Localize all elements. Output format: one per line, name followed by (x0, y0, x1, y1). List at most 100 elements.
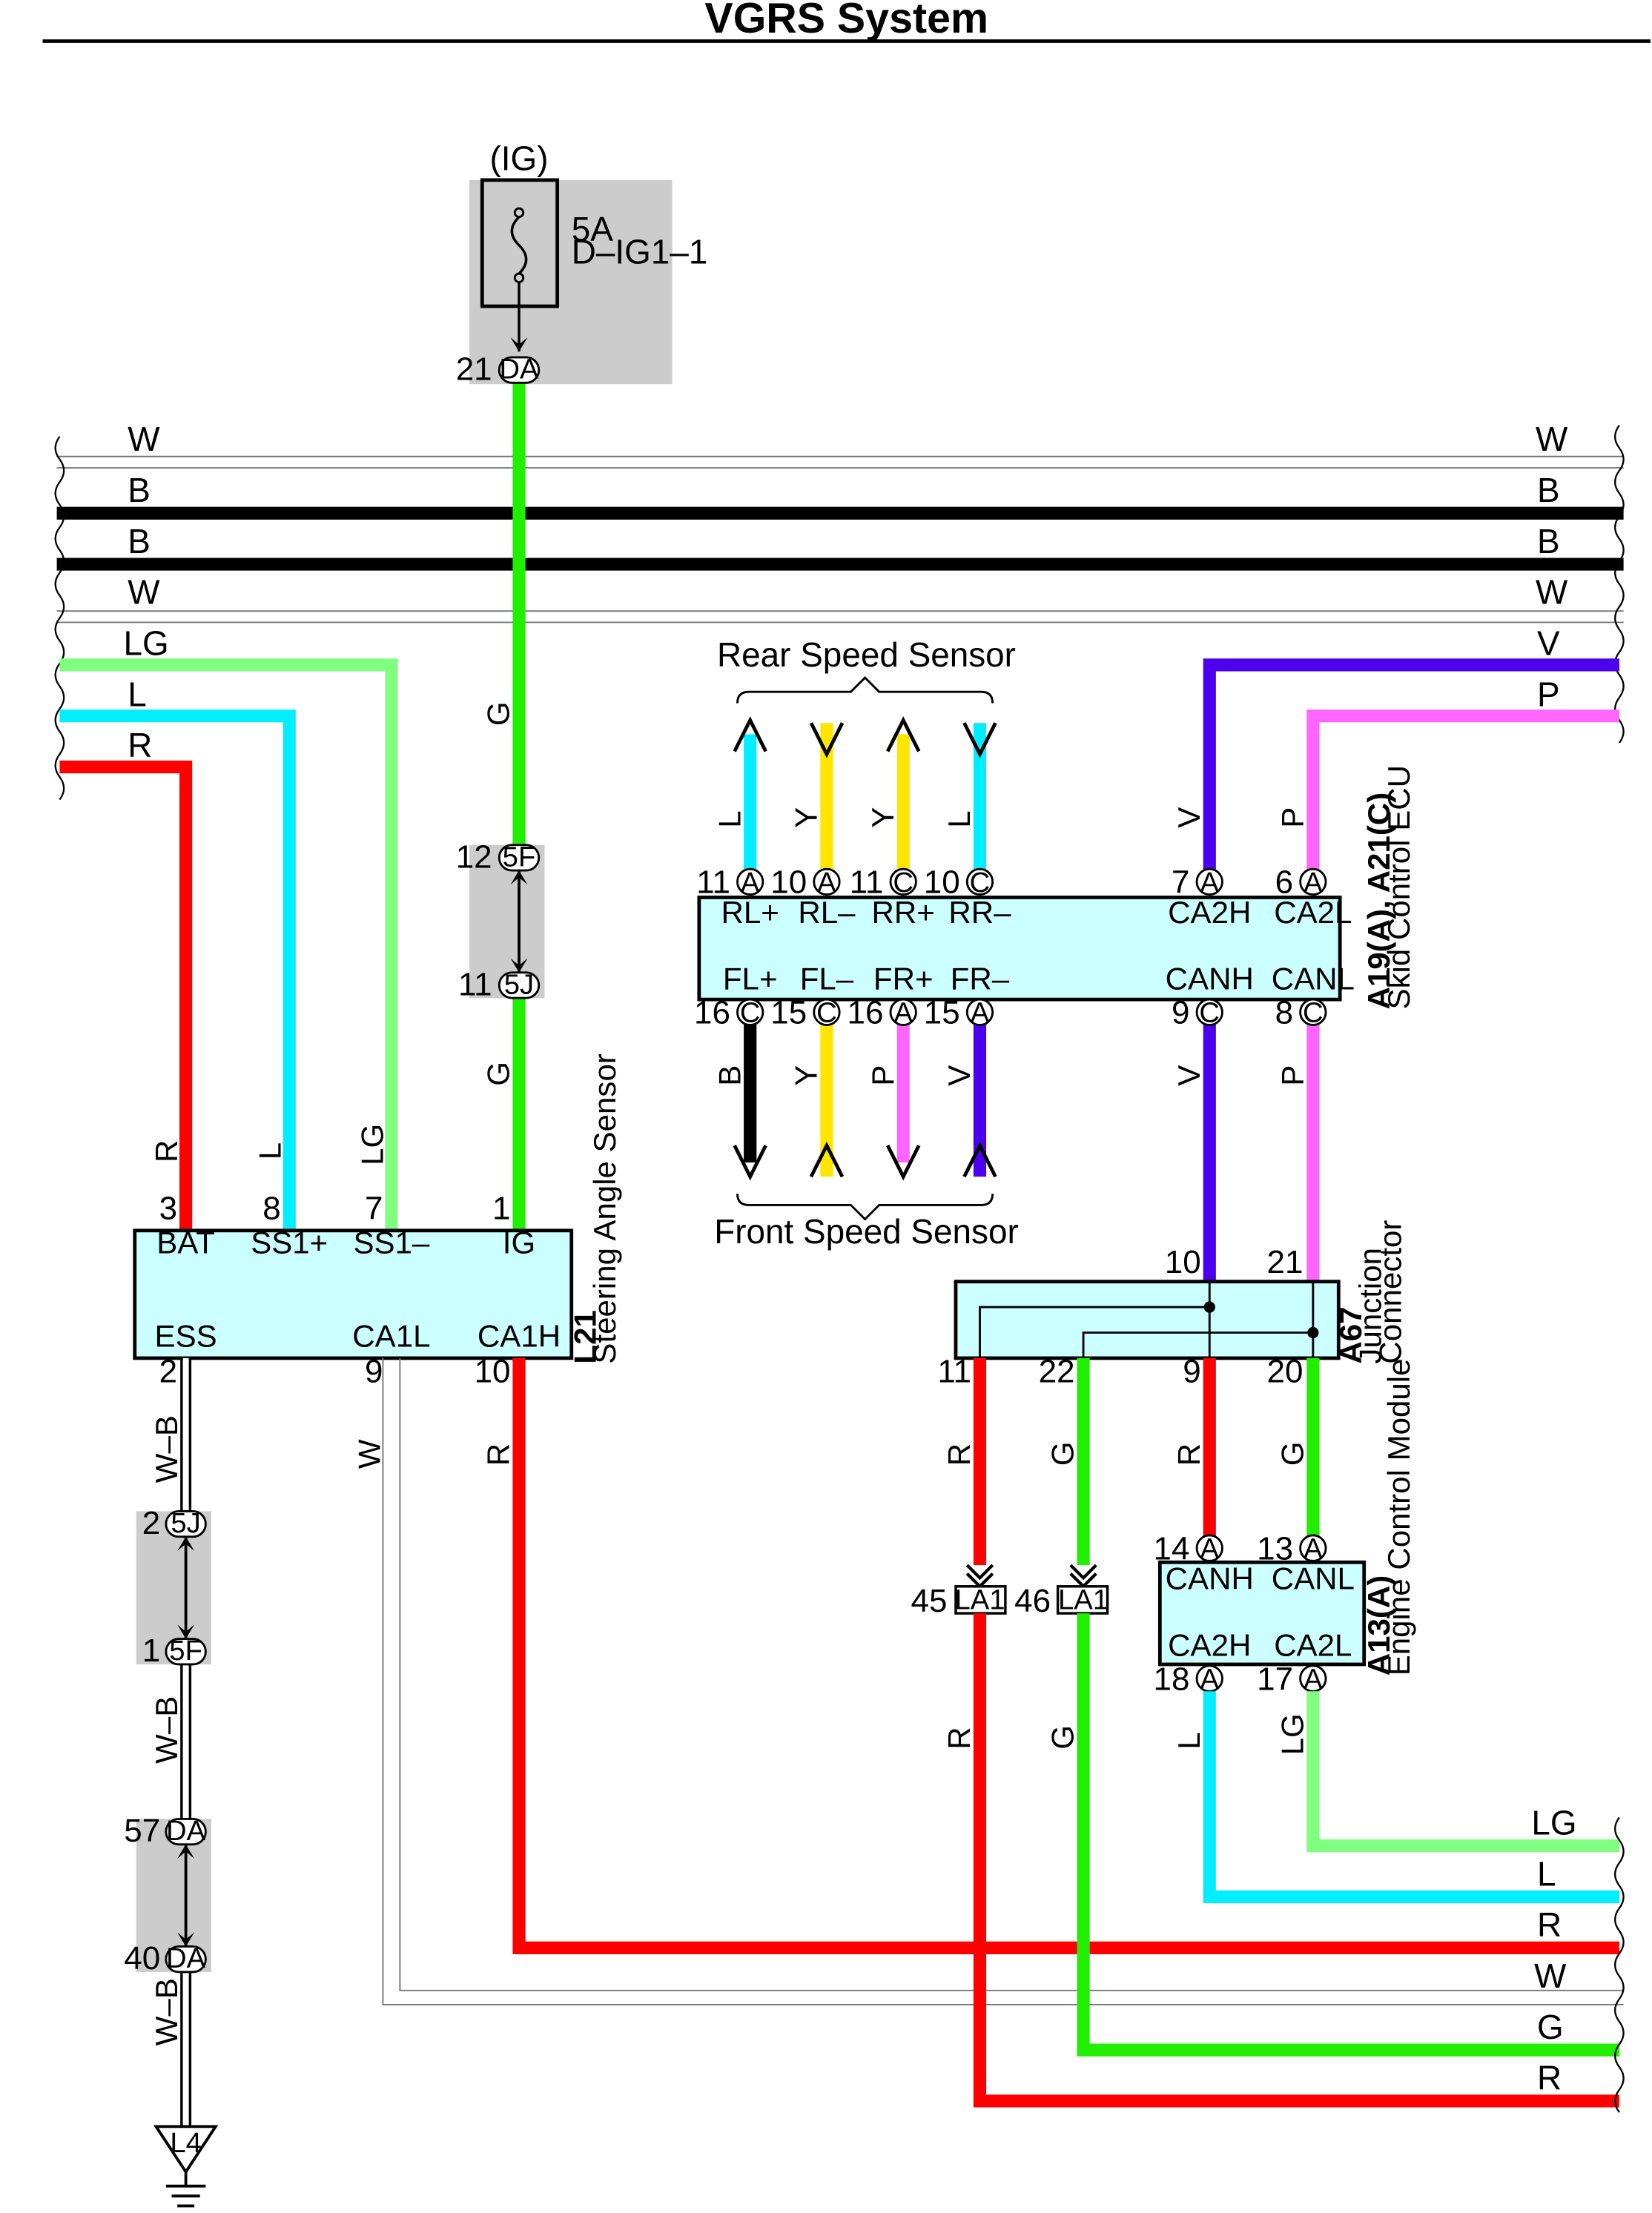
ecu-pin-num: 11 (850, 864, 884, 901)
ess-da1-oval (165, 1817, 207, 1846)
ecm-pin-name: CANL (1272, 1561, 1355, 1596)
sas-pin-name: ESS (155, 1319, 217, 1354)
ecm-pin-conn: A (1304, 1663, 1323, 1695)
ecu-pin-conn: A (741, 867, 760, 899)
ecu-pin-num: 10 (924, 864, 960, 901)
bus-label-right-4: V (1537, 623, 1560, 662)
ecu-pin-circle (1299, 998, 1327, 1026)
bus-label-right-2: B (1537, 522, 1560, 560)
jc-node-1 (1203, 1301, 1215, 1313)
ecu-pin-circle (965, 998, 994, 1026)
label-ess-2: W–B (149, 1696, 184, 1764)
ecu-pin-circle (965, 867, 994, 896)
engine-control-module: A 14 A 13 CANH CANL CA2H CA2L A 18 A 17 … (1154, 1359, 1416, 1698)
sas-pin-num: 2 (159, 1353, 177, 1389)
fuse-connector-pin: 21 (456, 351, 492, 387)
rear-speed-sensor: Rear Speed Sensor L Y Y L V P (712, 635, 1309, 871)
ecu-pin-circle (736, 867, 764, 896)
ecu-pin-name: FR– (951, 962, 1010, 996)
ess-joint1-up-arrow-icon (177, 1536, 195, 1551)
ecu-pin-conn: A (971, 997, 990, 1029)
ecu-pin-circle (1299, 867, 1327, 896)
bus-label-right-1: B (1537, 471, 1560, 509)
ecu-pin-conn: C (740, 997, 761, 1029)
jc-code: A67 (1333, 1306, 1368, 1363)
bus-break-bottom-right (1614, 1816, 1625, 2113)
ecm-pin-name: CANH (1166, 1561, 1254, 1596)
diagram-title: VGRS System (704, 0, 988, 42)
ecu-pin-circle (736, 998, 764, 1026)
bus-label-left-3: W (128, 573, 160, 612)
label-fr-plus: P (865, 1065, 900, 1086)
sas-pin-num: 8 (262, 1191, 280, 1227)
jc-bottom-pin: 22 (1039, 1353, 1075, 1389)
label-sas-l: L (253, 1142, 288, 1160)
ecm-pin-num: 14 (1154, 1530, 1190, 1567)
skid-control-ecu: A 11 A 10 C 11 C 10 A 7 A 6 RL+ RL– RR+ … (694, 765, 1416, 1031)
left-bus-wires (59, 658, 398, 1231)
sas-pin-num: 10 (475, 1353, 511, 1389)
bus-br-label-1: L (1537, 1854, 1556, 1893)
front-speed-sensor: B Y P V Front Speed Sensor (712, 1023, 1019, 1251)
ecu-pin-conn: A (1200, 867, 1220, 899)
label-fr-minus: V (942, 1065, 977, 1086)
label-fl-minus: Y (789, 1065, 824, 1086)
ecm-pin-num: 18 (1154, 1661, 1190, 1697)
wire-labels-left: G G R L LG W–B W–B W–B W R (149, 701, 515, 2045)
bus-br-label-2: R (1537, 1905, 1562, 1944)
sas-name: Steering Angle Sensor (587, 1053, 622, 1363)
ecu-pin-name: CANH (1166, 962, 1254, 996)
jc-bottom-pin: 11 (937, 1353, 971, 1389)
fuse-block: (IG) 5A D–IG1–1 (469, 139, 707, 385)
ess-da2-label: DA (166, 1942, 206, 1974)
ground-triangle-icon (153, 2125, 219, 2175)
la1-45-box (954, 1585, 1007, 1615)
wire-r-sensor (59, 760, 193, 1231)
la1-46-label: LA1 (1058, 1584, 1109, 1615)
fuse-connector-oval (498, 356, 541, 384)
ecu-pin-num: 6 (1275, 864, 1293, 901)
label-rl-plus: L (712, 810, 747, 827)
rl-plus-arrow-icon (733, 716, 767, 752)
bus-br-label-5: R (1537, 2059, 1562, 2097)
label-sas-r: R (149, 1140, 184, 1162)
fr-minus-arrow-icon (962, 1141, 997, 1178)
ecm-pin-circle (1195, 1534, 1223, 1562)
sas-pin-num: 1 (492, 1191, 510, 1227)
jc-name-2: Connector (1372, 1220, 1407, 1364)
jc-internal-canl (1082, 1281, 1315, 1358)
ess-joint-5j-5f: 5J 2 5F 1 (136, 1505, 212, 1669)
wire-ecm-lg (1306, 1691, 1619, 1853)
ecm-pin-conn: A (1200, 1533, 1220, 1565)
ecu-pin-conn: A (1304, 867, 1323, 899)
ess-5f-label: 5F (169, 1635, 202, 1667)
ecu-pin-conn: C (1199, 997, 1220, 1029)
joint-5j-label: 5J (504, 968, 534, 1000)
skid-ecu-box (697, 896, 1342, 1002)
label-ca2h: V (1172, 807, 1206, 828)
ecu-pin-circle (1195, 867, 1223, 896)
wire-la45-r (973, 1613, 1619, 2108)
joint-5f-oval (498, 844, 541, 872)
label-ecm-lg: LG (1275, 1713, 1309, 1755)
label-j22: G (1045, 1442, 1080, 1466)
jc-bottom-pin: 9 (1183, 1353, 1200, 1389)
ecu-pin-num: 16 (848, 995, 884, 1031)
label-canh: V (1172, 1065, 1206, 1086)
bus-br-label-4: G (1537, 2008, 1564, 2046)
bus-br-label-0: LG (1531, 1803, 1576, 1842)
label-ig-upper: G (481, 701, 516, 726)
ess-joint2-down-arrow-icon (177, 1932, 195, 1947)
bus-bottom-right-labels: LG L R W G R (1531, 1803, 1576, 2097)
jc-bottom-pin: 20 (1267, 1353, 1304, 1389)
wire-p-ca2l (1306, 709, 1619, 871)
la1-45-pin: 45 (911, 1583, 948, 1619)
ecu-pin-circle (813, 867, 841, 896)
ecm-pin-num: 17 (1257, 1661, 1293, 1697)
ecu-pin-num: 8 (1275, 995, 1293, 1031)
rl-minus-arrow-icon (809, 722, 845, 758)
wire-v-ca2h (1203, 658, 1619, 871)
bus-break-right (1614, 424, 1625, 744)
label-canl: P (1275, 1065, 1309, 1086)
joint-5f-5j: 5F 12 5J 11 (456, 838, 545, 1002)
